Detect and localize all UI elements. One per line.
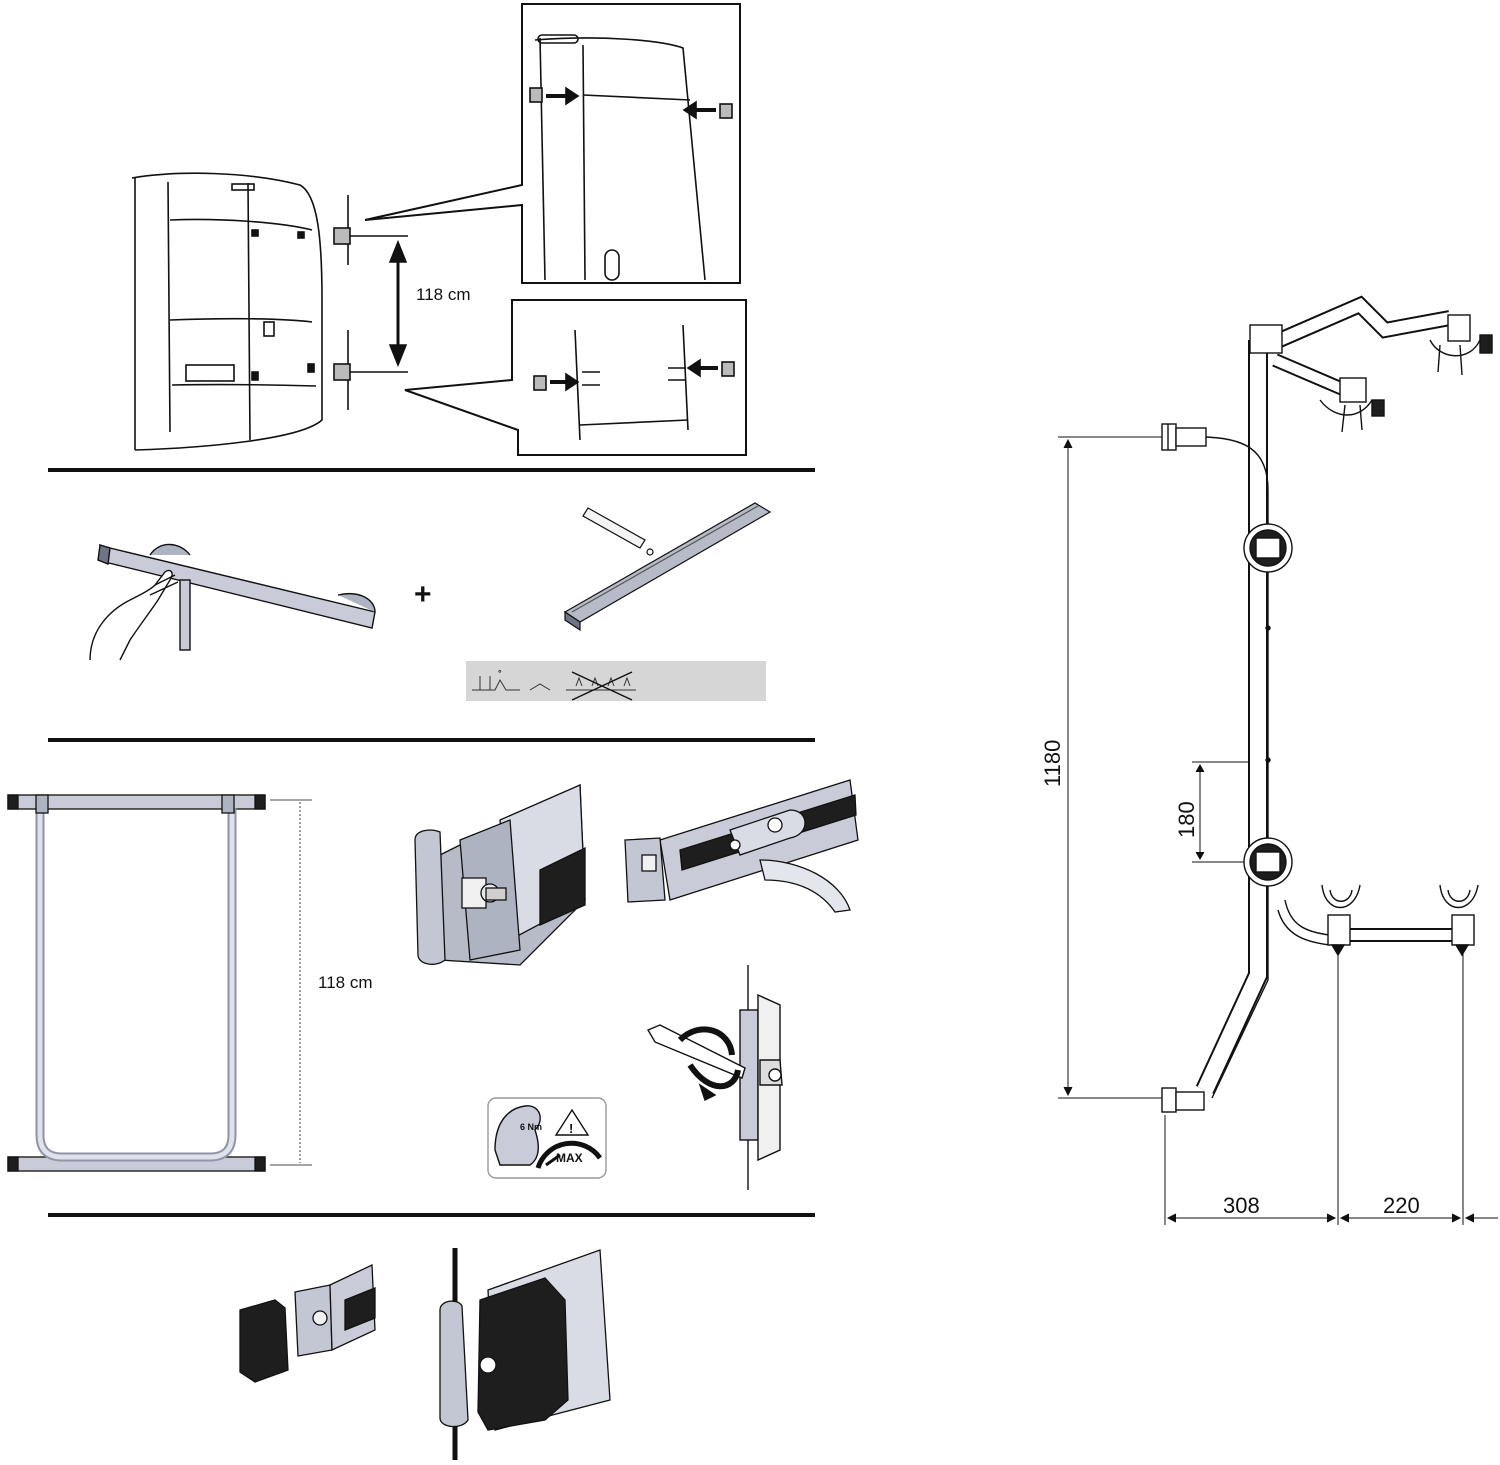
van-body (131, 172, 323, 451)
callout-top (364, 3, 741, 284)
offset-dimension-label: 308 (1223, 1193, 1260, 1218)
bracket-detail-2 (624, 779, 859, 913)
end-cap-detail-1 (239, 1263, 376, 1383)
plus-sign: + (414, 578, 432, 611)
torque-warning-badge (487, 1097, 607, 1179)
van-rear-doors-diagram (131, 3, 747, 456)
top-foot (1161, 423, 1207, 451)
bracket-guides (333, 195, 408, 410)
rail-with-hand (89, 543, 376, 661)
ladder-frame-diagram (7, 794, 312, 1172)
top-height-label: 118 cm (416, 285, 471, 304)
torque-max-label: MAX (556, 1151, 583, 1165)
rail-spacing-dimension-label: 220 (1383, 1193, 1420, 1218)
dimension-lines (1058, 436, 1498, 1225)
callout-bottom (404, 299, 747, 456)
temperature-humidity-panel: ° (466, 661, 766, 701)
lower-cradle-arm (1321, 884, 1479, 957)
torque-value-label: 6 Nm (520, 1122, 542, 1132)
warning-icon: ! (569, 1121, 573, 1136)
total-height-dimension-label: 1180 (1040, 740, 1065, 787)
wall-mount-upper (1243, 523, 1293, 573)
wall-mount-lower (1243, 837, 1293, 887)
ladder-rack-tube (1195, 340, 1331, 1099)
glue-strip (563, 502, 772, 632)
bottom-foot (1161, 1087, 1205, 1113)
hex-key-tightening (646, 965, 783, 1190)
bracket-detail-1 (414, 783, 586, 966)
rail-installation-diagram: + ° (89, 502, 772, 701)
mount-spacing-dimension-label: 180 (1174, 801, 1199, 838)
end-cap-detail-2 (439, 1248, 611, 1460)
ladder-rack-dimension-drawing (1058, 295, 1498, 1225)
upper-cradle-arm (1249, 295, 1493, 433)
weather-glyph-1: ° (498, 668, 502, 678)
height-dimension-arrow (388, 239, 408, 368)
frame-height-label: 118 cm (318, 973, 373, 992)
